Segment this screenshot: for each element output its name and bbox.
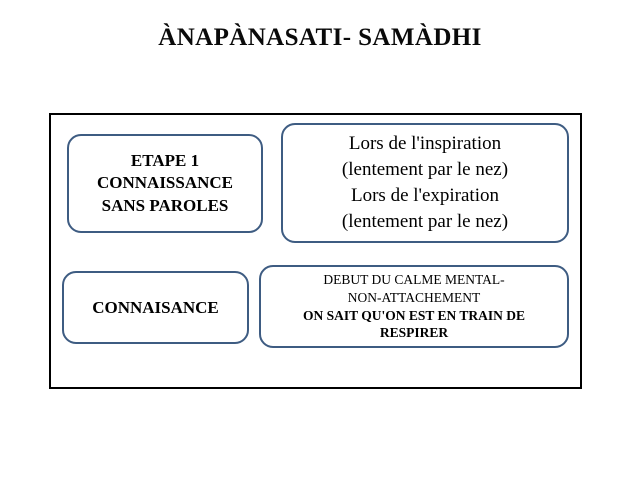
box-breathing-line-3: Lors de l'expiration [351,185,499,206]
box-calme-line-4: RESPIRER [379,325,449,341]
box-calme-line-2: NON-ATTACHEMENT [347,289,481,305]
box-breathing-line-4: (lentement par le nez) [341,210,509,232]
page-title: ÀNAPÀNASATI- SAMÀDHI [158,24,482,51]
box-etape-1: ETAPE 1 CONNAISSANCE SANS PAROLES [67,134,263,233]
box-etape-line-3: SANS PAROLES [101,195,229,215]
box-breathing-instructions: Lors de l'inspiration (lentement par le … [281,123,569,243]
box-etape-line-2: CONNAISSANCE [96,173,234,193]
box-breathing-line-1: Lors de l'inspiration [348,133,502,155]
box-connaisance-label: CONNAISANCE [92,297,219,317]
box-calme-line-3: ON SAIT QU'ON EST EN TRAIN DE [302,307,526,323]
box-connaisance: CONNAISANCE [62,271,249,344]
box-calme-line-1: DEBUT DU CALME MENTAL- [323,271,505,287]
box-breathing-line-2: (lentement par le nez) [341,159,509,181]
box-calme-mental: DEBUT DU CALME MENTAL- NON-ATTACHEMENT O… [259,265,569,348]
box-etape-line-1: ETAPE 1 [130,150,200,170]
